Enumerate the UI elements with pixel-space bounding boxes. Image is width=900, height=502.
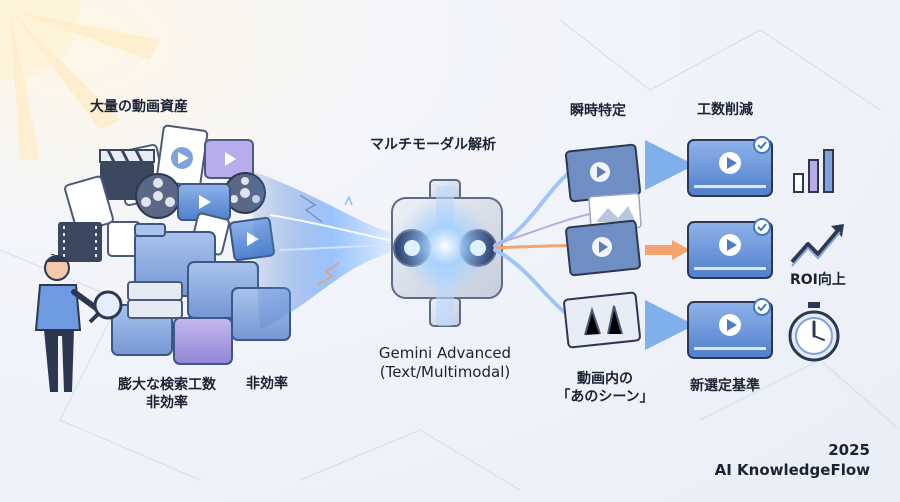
svg-text:?: ?: [50, 252, 56, 265]
label-inefficiency: 非効率: [246, 376, 288, 392]
label-engine-name: Gemini Advanced: [378, 344, 512, 362]
label-engine-mode: (Text/Multimodal): [379, 362, 511, 381]
result-arrows: [645, 140, 695, 350]
result-video-cards: [687, 136, 773, 359]
label-instant-identification: 瞬時特定: [570, 103, 626, 119]
gemini-engine-cube: [391, 179, 503, 327]
footer-brand: AI KnowledgeFlow: [714, 460, 870, 479]
label-huge-search-effort-line1: 膨大な検索工数: [118, 377, 216, 393]
label-target-scene-line2: 「あのシーン」: [556, 388, 654, 405]
label-target-scene: 動画内の 「あのシーン」: [550, 371, 660, 406]
data-stream: [250, 170, 406, 330]
label-multimodal-analysis: マルチモーダル解析: [370, 137, 496, 153]
label-target-scene-line1: 動画内の: [577, 371, 633, 387]
sunburst: [0, 0, 160, 160]
label-huge-search-effort: 膨大な検索工数 非効率: [112, 377, 222, 412]
label-roi-up: ROI向上: [790, 272, 846, 288]
bar-chart-icon: [793, 149, 834, 193]
label-huge-search-effort-line2: 非効率: [146, 394, 188, 411]
footer-credit: 2025 AI KnowledgeFlow: [715, 441, 870, 480]
stopwatch-icon: [788, 302, 840, 362]
scene-thumbnails: [563, 143, 642, 349]
label-new-criteria: 新選定基準: [690, 378, 760, 394]
label-engine: Gemini Advanced (Text/Multimodal): [370, 344, 520, 382]
video-asset-pile: [58, 124, 291, 365]
label-effort-reduction: 工数削減: [697, 102, 753, 118]
footer-year: 2025: [828, 441, 870, 459]
trend-up-icon: [790, 224, 844, 267]
label-massive-assets: 大量の動画資産: [90, 99, 188, 115]
searching-person: ?: [34, 252, 123, 392]
